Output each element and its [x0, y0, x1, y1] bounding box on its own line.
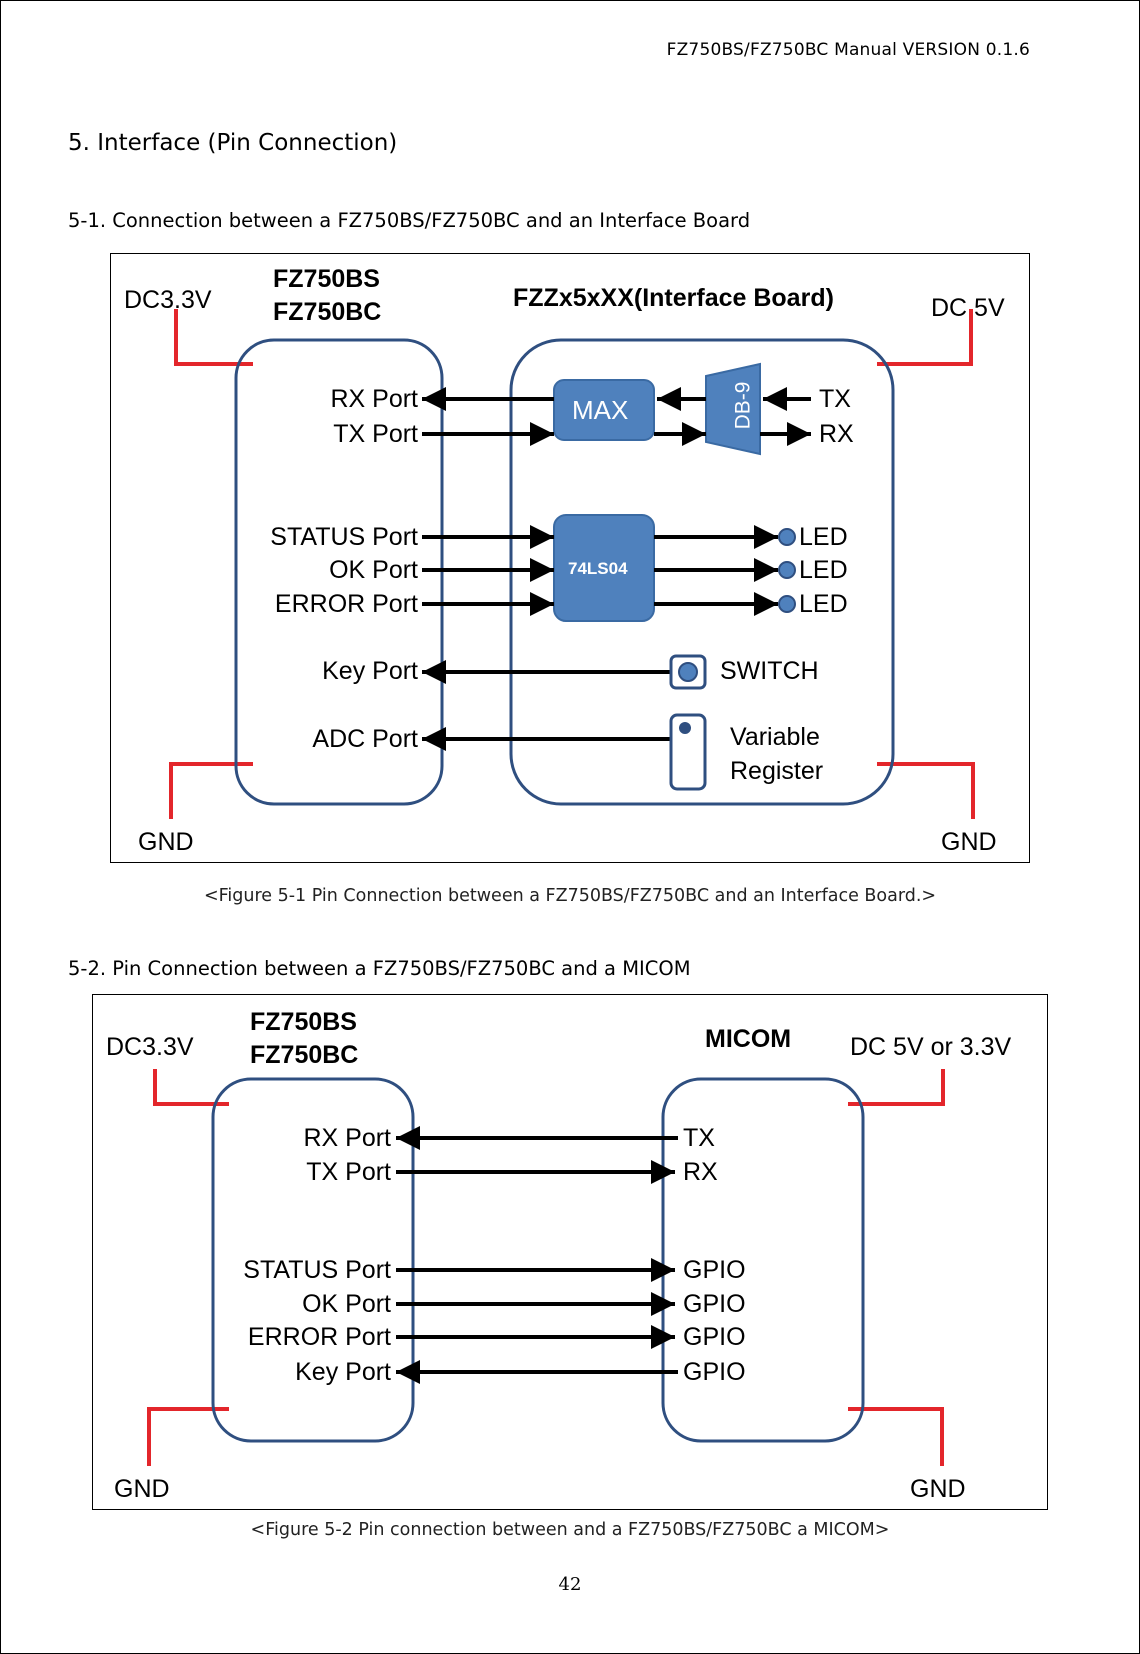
- db9-label: DB-9: [731, 381, 755, 430]
- variable-register-label-line1: Variable: [730, 723, 820, 751]
- db9-tx-label: TX: [819, 385, 851, 413]
- ground-label-right: GND: [910, 1475, 966, 1503]
- micom-wiring: [147, 1069, 945, 1466]
- port-label-rx: RX Port: [303, 1124, 391, 1152]
- led-icon-1: [778, 528, 796, 546]
- ground-line-right: [848, 1407, 944, 1466]
- port-label-adc: ADC Port: [312, 725, 418, 753]
- power-line-left: [153, 1069, 229, 1106]
- power-label-left: DC3.3V: [124, 286, 212, 314]
- module-name-line1: FZ750BS: [273, 265, 380, 293]
- micom-pin-rx: RX: [683, 1158, 718, 1186]
- switch-label: SWITCH: [720, 657, 819, 685]
- led-label-3: LED: [799, 590, 848, 618]
- ground-label-left: GND: [138, 828, 194, 856]
- db9-rx-label: RX: [819, 420, 854, 448]
- power-label-right: DC 5V or 3.3V: [850, 1033, 1012, 1061]
- port-label-ok: OK Port: [302, 1290, 391, 1318]
- port-label-status: STATUS Port: [243, 1256, 391, 1284]
- port-label-key: Key Port: [295, 1358, 391, 1386]
- interface-board-wiring: [169, 309, 975, 819]
- power-line-right: [877, 309, 973, 366]
- power-line-right: [848, 1069, 945, 1106]
- ground-line-left: [169, 762, 253, 819]
- figure-micom-diagram: DC3.3V DC 5V or 3.3V GND GND FZ750BS FZ7…: [92, 994, 1048, 1510]
- ground-label-left: GND: [114, 1475, 170, 1503]
- page-number: 42: [558, 1574, 582, 1595]
- power-line-left: [174, 309, 253, 366]
- module-name-line1: FZ750BS: [250, 1008, 357, 1036]
- module-box: [211, 1077, 415, 1443]
- micom-pin-gpio-4: GPIO: [683, 1358, 746, 1386]
- max-chip: [553, 379, 655, 441]
- 74ls04-chip-label: 74LS04: [568, 559, 628, 578]
- running-header: FZ750BS/FZ750BC Manual VERSION 0.1.6: [666, 40, 1030, 60]
- led-label-2: LED: [799, 556, 848, 584]
- max-chip-label: MAX: [572, 395, 629, 425]
- port-label-error: ERROR Port: [274, 590, 418, 618]
- micom-pin-gpio-3: GPIO: [683, 1323, 746, 1351]
- figure-caption-2: <Figure 5-2 Pin connection between and a…: [250, 1520, 890, 1540]
- board-title: FZZx5xXX(Interface Board): [513, 284, 834, 312]
- figure-interface-board-diagram: DC3.3V DC 5V GND GND FZ750BS FZ750BC FZZ…: [110, 253, 1030, 863]
- variable-register-label-line2: Register: [730, 757, 824, 785]
- ground-line-left: [147, 1407, 229, 1466]
- power-label-right: DC 5V: [931, 294, 1005, 322]
- subsection-title-2: 5-2. Pin Connection between a FZ750BS/FZ…: [68, 957, 691, 980]
- ground-line-right: [877, 762, 975, 819]
- variable-register-icon: [669, 713, 707, 791]
- module-name-line2: FZ750BC: [273, 298, 382, 326]
- port-label-key: Key Port: [322, 657, 418, 685]
- led-icon-3: [778, 595, 796, 613]
- port-label-tx: TX Port: [306, 1158, 391, 1186]
- port-label-rx: RX Port: [330, 385, 418, 413]
- port-label-status: STATUS Port: [270, 523, 418, 551]
- port-label-tx: TX Port: [333, 420, 418, 448]
- ground-label-right: GND: [941, 828, 997, 856]
- micom-pin-tx: TX: [683, 1124, 715, 1152]
- port-label-error: ERROR Port: [247, 1323, 391, 1351]
- section-title: 5. Interface (Pin Connection): [68, 130, 398, 156]
- micom-pin-gpio-2: GPIO: [683, 1290, 746, 1318]
- led-icon-2: [778, 561, 796, 579]
- subsection-title-1: 5-1. Connection between a FZ750BS/FZ750B…: [68, 209, 751, 232]
- power-label-left: DC3.3V: [106, 1033, 194, 1061]
- module-name-line2: FZ750BC: [250, 1041, 359, 1069]
- figure-caption-1: <Figure 5-1 Pin Connection between a FZ7…: [203, 886, 937, 906]
- led-label-1: LED: [799, 523, 848, 551]
- micom-pin-gpio-1: GPIO: [683, 1256, 746, 1284]
- db9-connector: [705, 362, 761, 456]
- port-label-ok: OK Port: [329, 556, 418, 584]
- micom-title: MICOM: [705, 1025, 792, 1053]
